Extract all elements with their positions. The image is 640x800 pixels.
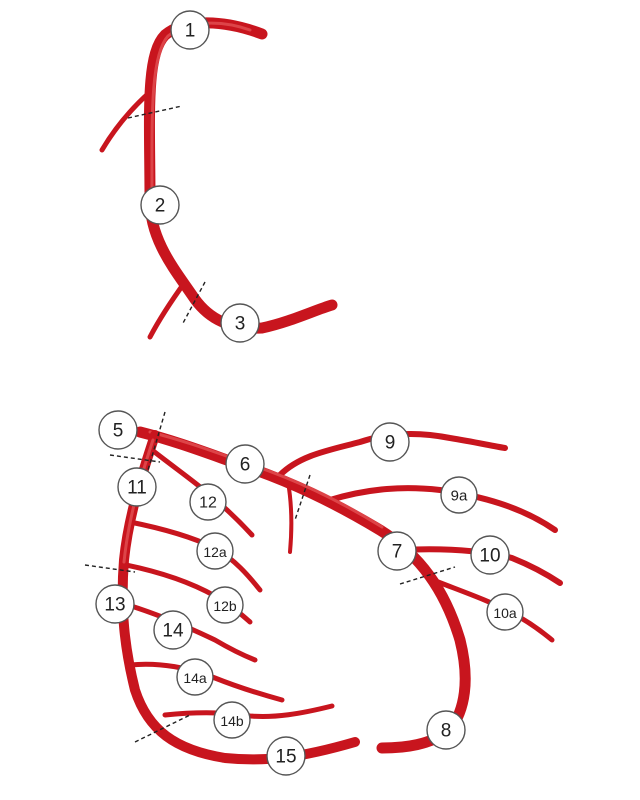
cut-line-5-11 bbox=[109, 454, 161, 463]
cut-line-6 bbox=[294, 474, 311, 521]
segment-badge-14b: 14b bbox=[213, 701, 251, 739]
segment-badge-8: 8 bbox=[426, 710, 466, 750]
segment-labels: 1 2 3 5 6 7 8 9 9a 10 10a 11 12 12a 12b … bbox=[95, 10, 524, 776]
cut-line-13 bbox=[84, 564, 136, 573]
segment-badge-12a: 12a bbox=[196, 532, 234, 570]
segment-label-14: 14 bbox=[162, 621, 184, 642]
segment-label-1: 1 bbox=[185, 21, 196, 42]
rca-main-highlight bbox=[150, 21, 252, 202]
rca-branch-upper bbox=[99, 89, 153, 153]
segment-label-8: 8 bbox=[441, 721, 452, 742]
segment-badge-2: 2 bbox=[140, 185, 180, 225]
segment-label-6: 6 bbox=[240, 455, 251, 476]
segment-badge-9: 9 bbox=[370, 422, 410, 462]
segment-badge-15: 15 bbox=[266, 736, 306, 776]
segment-badge-14a: 14a bbox=[176, 658, 214, 696]
segment-label-7: 7 bbox=[392, 542, 403, 563]
segment-label-12: 12 bbox=[199, 495, 217, 512]
segment-label-14b: 14b bbox=[220, 713, 244, 729]
segment-label-10a: 10a bbox=[493, 605, 517, 621]
segment-label-3: 3 bbox=[235, 314, 246, 335]
segment-label-9a: 9a bbox=[451, 488, 468, 505]
segment-label-15: 15 bbox=[275, 747, 296, 768]
segment-badge-5: 5 bbox=[98, 410, 138, 450]
cut-line-5 bbox=[147, 411, 166, 471]
segment-badge-14: 14 bbox=[153, 610, 193, 650]
segment-label-9: 9 bbox=[385, 433, 396, 454]
segment-label-12a: 12a bbox=[203, 544, 227, 560]
branch-septal bbox=[286, 480, 294, 554]
right-coronary-artery bbox=[99, 17, 338, 340]
cut-line-1-2 bbox=[127, 105, 183, 119]
cut-line-7 bbox=[399, 566, 456, 585]
segment-label-13: 13 bbox=[104, 595, 125, 616]
branch-12a bbox=[127, 519, 263, 593]
segment-badge-9a: 9a bbox=[440, 476, 478, 514]
segment-badge-1: 1 bbox=[170, 10, 210, 50]
segment-badge-10a: 10a bbox=[486, 593, 524, 631]
branch-9a bbox=[327, 485, 558, 533]
segment-badge-10: 10 bbox=[470, 535, 510, 575]
segment-badge-12: 12 bbox=[189, 483, 227, 521]
branch-14 bbox=[125, 602, 258, 663]
branch-14a bbox=[127, 661, 285, 703]
rca-branch-lower bbox=[147, 279, 188, 340]
segment-label-12b: 12b bbox=[213, 598, 237, 614]
segment-badge-3: 3 bbox=[220, 303, 260, 343]
segment-badge-6: 6 bbox=[225, 444, 265, 484]
segment-label-10: 10 bbox=[479, 546, 500, 567]
segment-badge-7: 7 bbox=[377, 531, 417, 571]
segment-label-11: 11 bbox=[127, 478, 147, 499]
cut-line-15 bbox=[134, 714, 191, 743]
segment-label-2: 2 bbox=[155, 196, 166, 217]
segment-label-5: 5 bbox=[113, 421, 124, 442]
segment-badge-11: 11 bbox=[117, 467, 157, 507]
rca-main bbox=[143, 17, 338, 334]
cut-line-2-3 bbox=[181, 281, 206, 326]
segment-badge-12b: 12b bbox=[206, 586, 244, 624]
left-coronary-artery bbox=[84, 411, 563, 765]
segment-badge-13: 13 bbox=[95, 584, 135, 624]
segment-label-14a: 14a bbox=[183, 670, 207, 686]
